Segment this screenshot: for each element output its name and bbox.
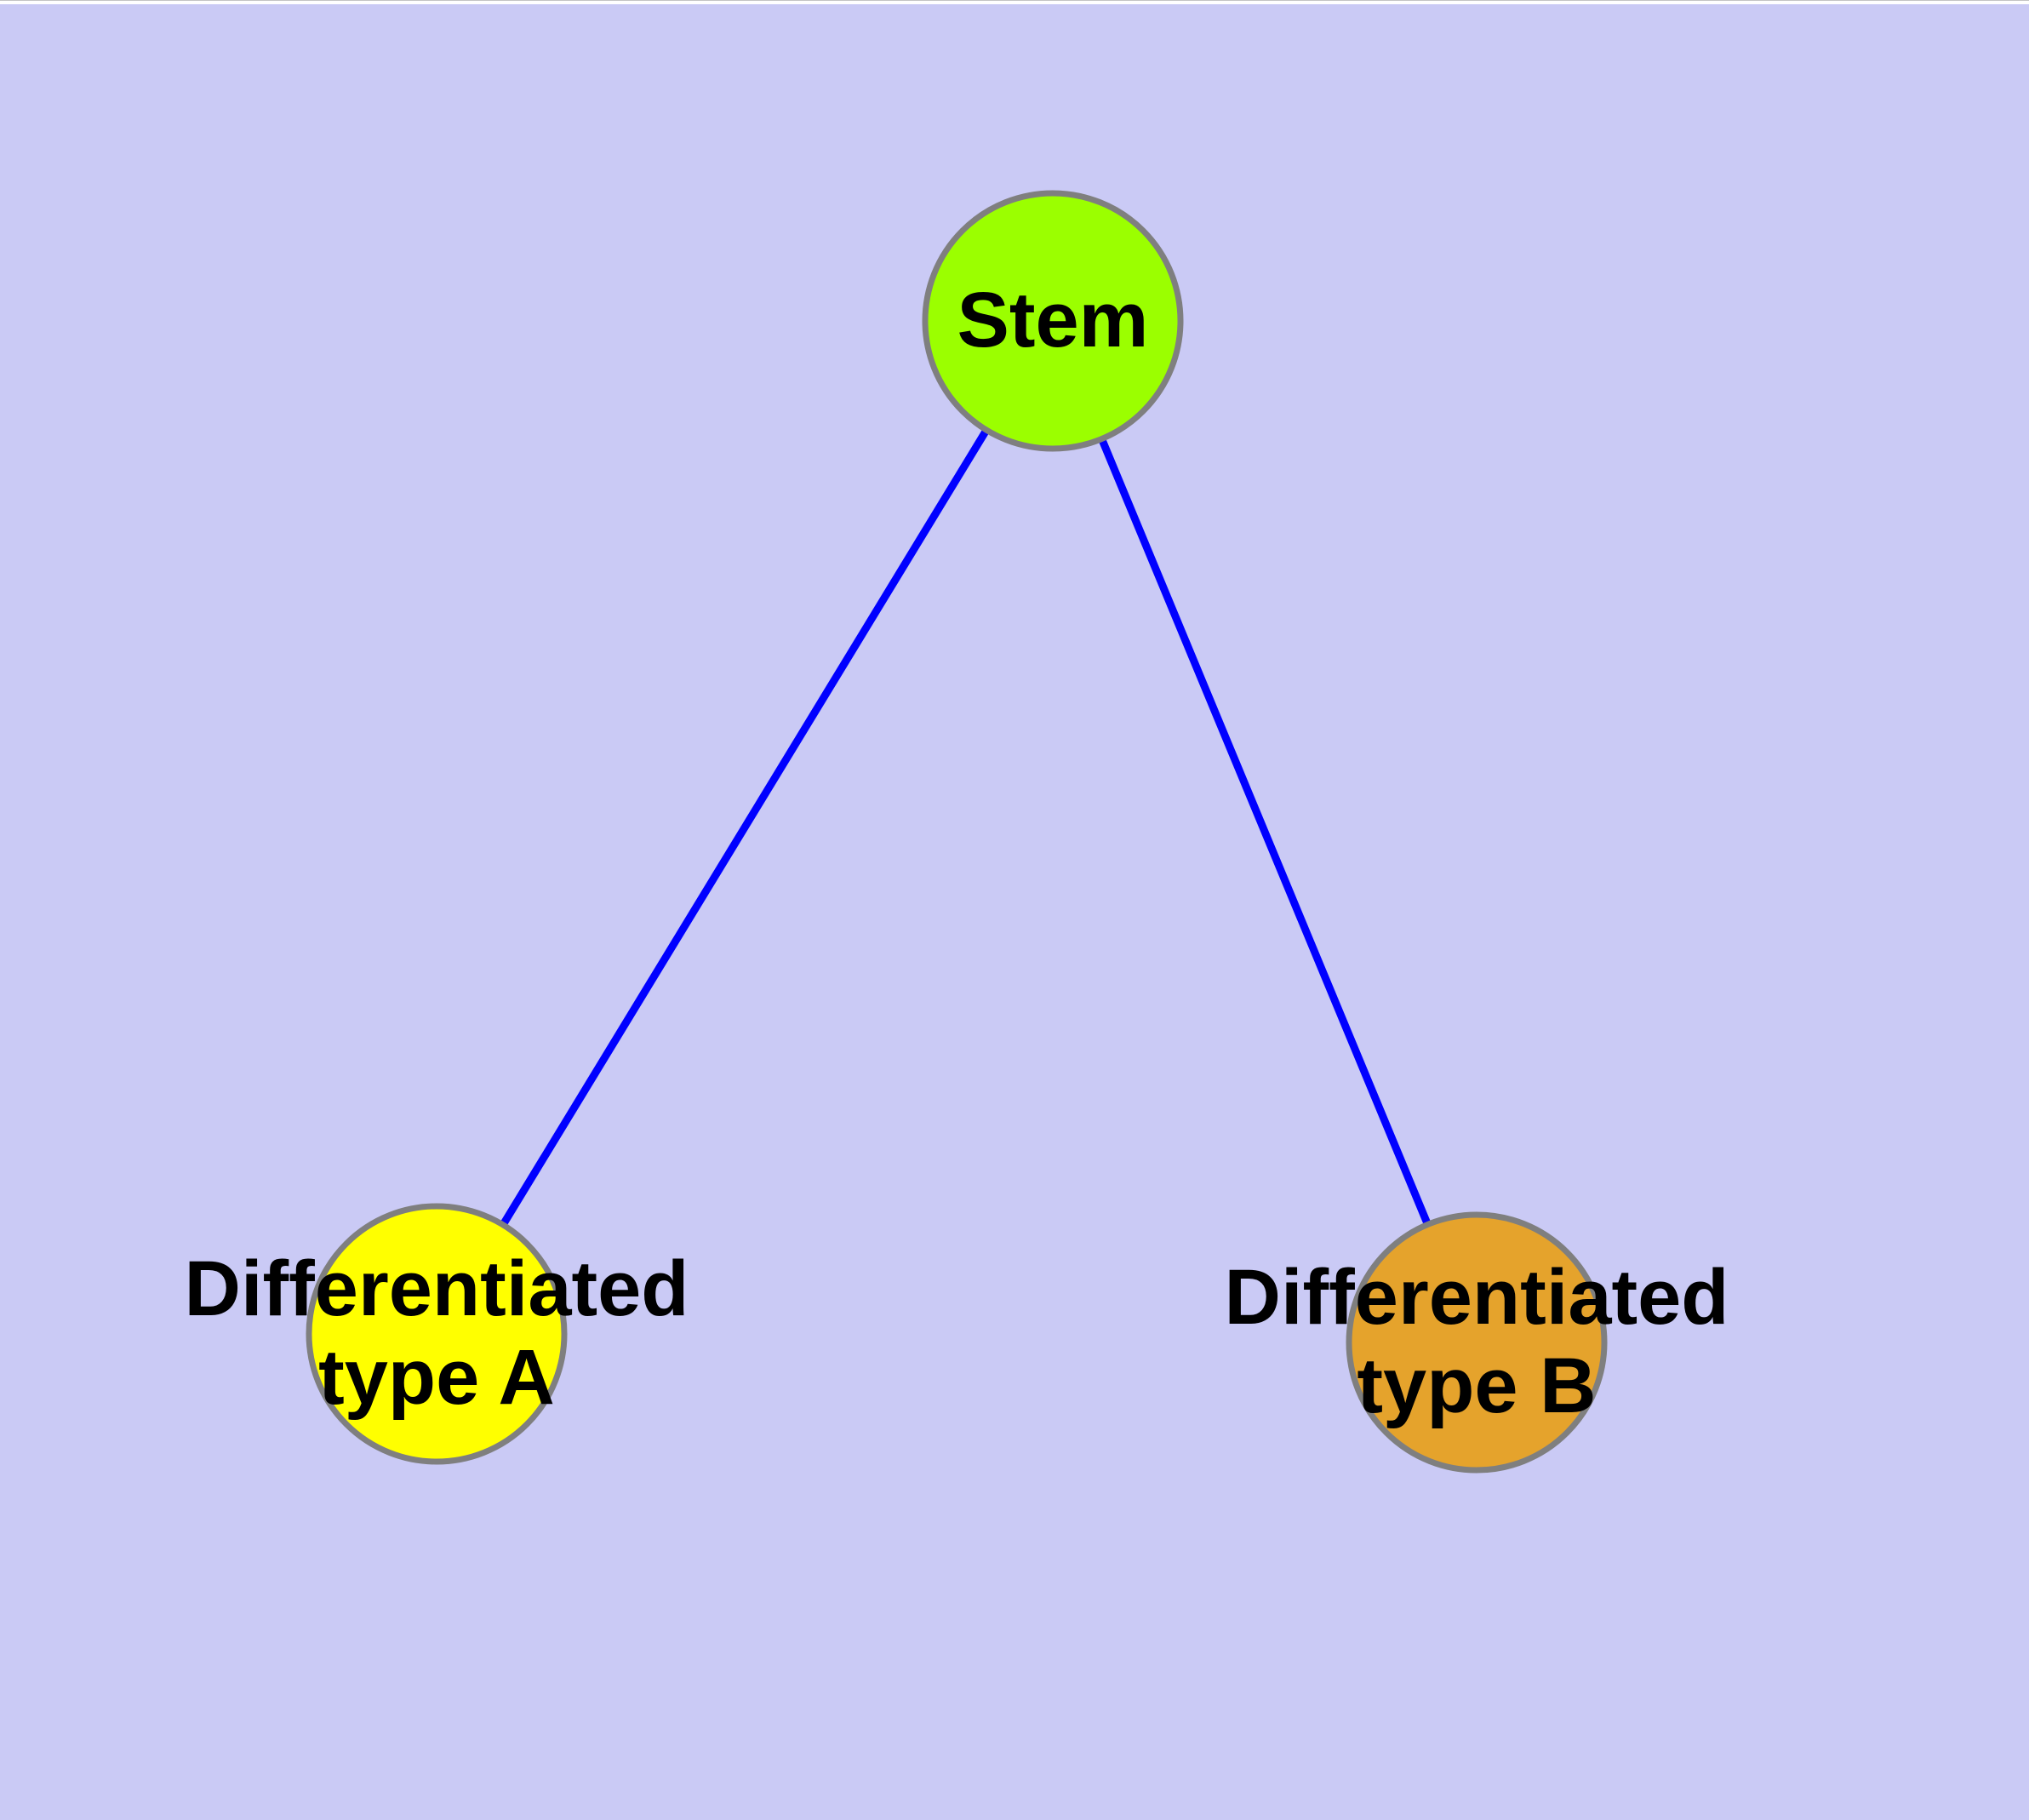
edge-stem-to-type-a: [433, 318, 1056, 1336]
node-differentiated-type-b-circle: [1346, 1211, 1608, 1474]
node-differentiated-type-a-label: Differentiated type A: [184, 1245, 689, 1421]
node-stem-circle: [922, 190, 1184, 452]
node-differentiated-type-a-circle: [306, 1203, 568, 1465]
node-stem-label: Stem: [957, 277, 1149, 364]
window-top-edge: [0, 0, 2029, 4]
edge-stem-to-type-b: [1049, 319, 1481, 1344]
diagram-canvas: [0, 3, 2029, 1820]
node-differentiated-type-b-label: Differentiated type B: [1224, 1254, 1729, 1429]
